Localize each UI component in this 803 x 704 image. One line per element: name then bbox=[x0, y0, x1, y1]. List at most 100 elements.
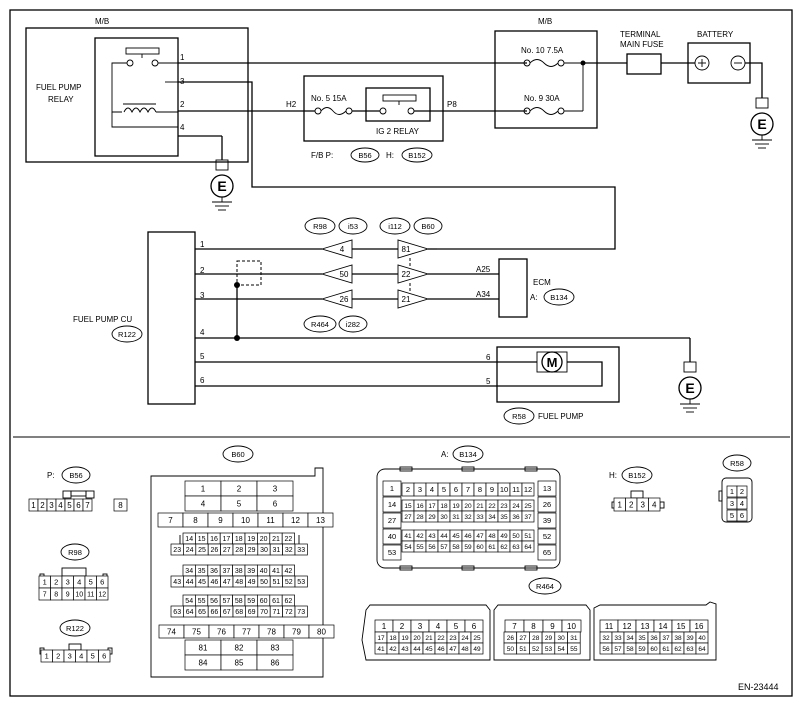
b56-pin: 6 bbox=[76, 501, 81, 510]
r464-pin: 59 bbox=[638, 646, 646, 653]
b134-pin: 42 bbox=[416, 533, 424, 540]
r464-pin: 64 bbox=[698, 646, 706, 653]
b56-pin: 8 bbox=[118, 501, 123, 510]
b60-pin: 36 bbox=[210, 568, 218, 575]
r464-pin: 41 bbox=[377, 646, 385, 653]
b134-pin: 50 bbox=[512, 533, 520, 540]
r464-pin: 16 bbox=[695, 622, 704, 631]
b60-pin: 86 bbox=[271, 658, 280, 667]
tag-r464: R464 bbox=[311, 320, 329, 329]
r464-pin: 49 bbox=[473, 646, 481, 653]
b134-pin: 13 bbox=[543, 484, 551, 493]
b60-pin: 71 bbox=[273, 609, 281, 616]
b134-pin: 65 bbox=[543, 548, 551, 557]
cu-pin-3: 3 bbox=[200, 291, 205, 300]
right-pin-81: 81 bbox=[402, 245, 411, 254]
r464-pin: 29 bbox=[545, 635, 553, 642]
r464-pin: 62 bbox=[674, 646, 682, 653]
b134-pin: 64 bbox=[524, 544, 532, 551]
b60-pin: 72 bbox=[285, 609, 293, 616]
r464-pin: 32 bbox=[602, 635, 610, 642]
b60-pin: 45 bbox=[198, 579, 206, 586]
r464-pin: 6 bbox=[472, 622, 477, 631]
fuse-5-icon bbox=[320, 107, 347, 115]
tag-r98: R98 bbox=[313, 222, 327, 231]
r122-pin: 4 bbox=[79, 652, 83, 661]
b134-pin: 1 bbox=[390, 484, 394, 493]
ground-connector-3 bbox=[683, 361, 697, 373]
conn-b152-prefix: H: bbox=[609, 471, 617, 480]
fuse-9-label: No. 9 30A bbox=[524, 94, 560, 103]
b134-pin: 32 bbox=[464, 514, 472, 521]
r122-pin: 5 bbox=[91, 652, 95, 661]
b134-pin: 35 bbox=[500, 514, 508, 521]
r58-pin: 2 bbox=[740, 487, 744, 496]
fb-h-conn: B152 bbox=[408, 151, 426, 160]
r464-pin: 46 bbox=[437, 646, 445, 653]
b134-pin: 2 bbox=[406, 485, 410, 494]
r464-pin: 28 bbox=[532, 635, 540, 642]
b152-pin: 3 bbox=[641, 500, 646, 509]
b60-pin: 52 bbox=[285, 579, 293, 586]
r98-pin: 12 bbox=[98, 592, 106, 599]
b134-pin: 11 bbox=[512, 485, 520, 494]
b134-pin: 41 bbox=[404, 533, 412, 540]
b60-pin: 17 bbox=[223, 536, 231, 543]
ground-label-1: E bbox=[217, 178, 226, 194]
r464-pin: 40 bbox=[698, 635, 706, 642]
b134-pin: 23 bbox=[500, 503, 508, 510]
r464-pin: 52 bbox=[532, 646, 540, 653]
r464-pin: 42 bbox=[389, 646, 397, 653]
r464-pin: 50 bbox=[507, 646, 515, 653]
b60-pin: 3 bbox=[273, 484, 278, 493]
conn-right-3-icon bbox=[397, 289, 430, 309]
b60-pin: 4 bbox=[201, 499, 206, 508]
r464-pin: 54 bbox=[558, 646, 566, 653]
r58-pin: 6 bbox=[740, 511, 744, 520]
b60-pin: 8 bbox=[193, 516, 198, 525]
conn-b134-label: B134 bbox=[459, 450, 477, 459]
b134-pin: 39 bbox=[543, 516, 551, 525]
conn-b134-prefix: A: bbox=[441, 450, 449, 459]
b60-pin: 65 bbox=[198, 609, 206, 616]
b60-pin: 53 bbox=[297, 579, 305, 586]
b60-pin: 51 bbox=[273, 579, 281, 586]
b134-pin: 22 bbox=[488, 503, 496, 510]
b60-pin: 38 bbox=[235, 568, 243, 575]
b60-pin: 15 bbox=[198, 536, 206, 543]
b60-pin: 21 bbox=[272, 536, 280, 543]
motor-icon bbox=[541, 351, 563, 373]
conn-b152-label: B152 bbox=[628, 471, 646, 480]
conn-r58-label: R58 bbox=[730, 459, 744, 468]
b60-pin: 75 bbox=[192, 627, 201, 636]
conn-b56-prefix: P: bbox=[47, 471, 55, 480]
b152-pin: 2 bbox=[629, 500, 634, 509]
diagram-id: EN-23444 bbox=[738, 682, 779, 692]
r464-pin: 10 bbox=[567, 622, 576, 631]
b152-pin: 1 bbox=[618, 500, 623, 509]
r464-pin: 17 bbox=[377, 635, 385, 642]
r464-pin: 55 bbox=[570, 646, 578, 653]
conn-left-1-icon bbox=[320, 239, 353, 259]
r464-pin: 5 bbox=[454, 622, 459, 631]
ecm-pin-a25: A25 bbox=[476, 265, 491, 274]
b60-pin: 1 bbox=[201, 484, 206, 493]
b60-pin: 47 bbox=[223, 579, 231, 586]
b134-pin: 18 bbox=[440, 503, 448, 510]
main-fuse-label-2: MAIN FUSE bbox=[620, 40, 664, 49]
fb-box bbox=[303, 75, 444, 142]
b134-pin: 47 bbox=[476, 533, 484, 540]
b134-pin: 51 bbox=[524, 533, 532, 540]
b60-pin: 63 bbox=[173, 609, 181, 616]
b134-pin: 24 bbox=[512, 503, 520, 510]
r464-pin: 37 bbox=[662, 635, 670, 642]
b134-pin: 16 bbox=[416, 503, 424, 510]
r98-pin: 2 bbox=[54, 578, 58, 587]
b60-pin: 34 bbox=[185, 568, 193, 575]
b134-pin: 19 bbox=[452, 503, 460, 510]
ecm-conn: B134 bbox=[550, 293, 568, 302]
b134-pin: 4 bbox=[430, 485, 434, 494]
b134-pin: 36 bbox=[512, 514, 520, 521]
